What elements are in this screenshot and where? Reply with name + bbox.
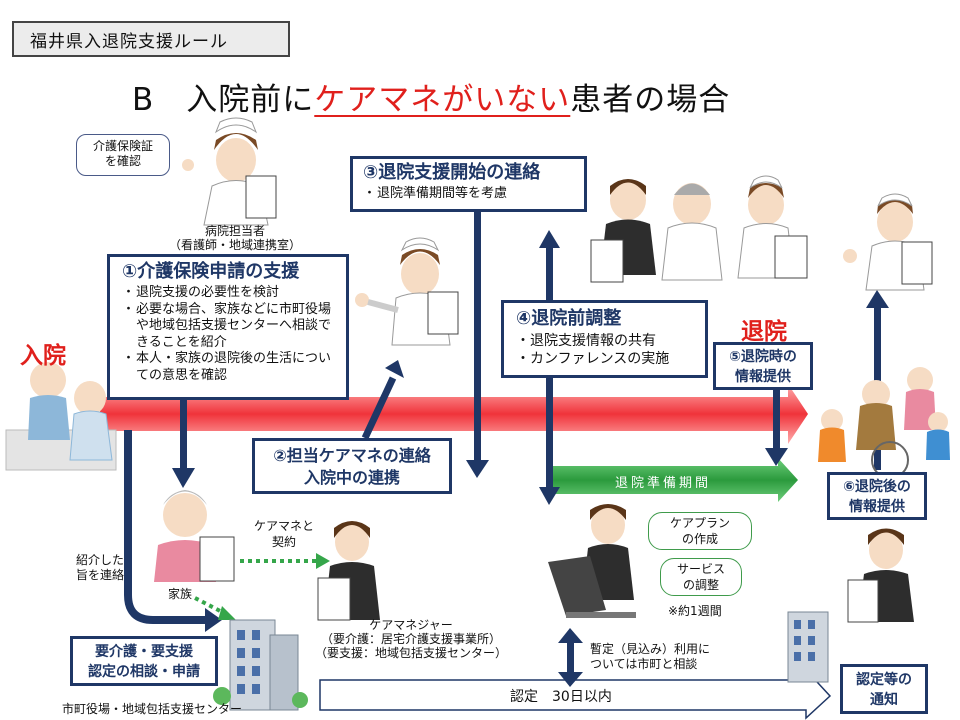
discharge-team-icon xyxy=(590,175,808,283)
step3-list: 退院準備期間等を考慮 xyxy=(363,186,576,203)
provisional-line: 暫定（見込み）利用に xyxy=(590,642,711,656)
referral-line: 紹介した xyxy=(75,553,124,567)
admission-label: 入院 xyxy=(20,343,66,369)
step4-list: 退院支援情報の共有 カンファレンスの実施 xyxy=(516,332,697,368)
step2-line: ②担当ケアマネの連絡 xyxy=(273,446,431,465)
cert-notice-box: 認定等の 通知 xyxy=(840,664,928,714)
step1-title: ①介護保険申請の支援 xyxy=(122,261,300,282)
care-plan-line: の作成 xyxy=(681,532,718,546)
title-suffix: 患者の場合 xyxy=(570,82,731,118)
page-title: B 入院前にケアマネがいない患者の場合 xyxy=(132,74,730,119)
consult-line: 要介護・要支援 xyxy=(95,644,193,660)
provisional-note: 暫定（見込み）利用に ついては市町と相談 xyxy=(590,642,710,672)
care-manager-icon xyxy=(317,521,380,621)
step3-box: ③退院支援開始の連絡 退院準備期間等を考慮 xyxy=(350,156,587,212)
step5-line: 情報提供 xyxy=(735,369,791,385)
step5-box: ⑤退院時の 情報提供 xyxy=(713,342,813,390)
municipal-caption: 市町役場・地域包括支援センター xyxy=(62,702,243,716)
care-manager-caption: ケアマネジャー （要介護：居宅介護支援事業所） （要支援：地域包括支援センター） xyxy=(306,618,516,660)
nurse-right-icon xyxy=(843,193,933,291)
step2-box: ②担当ケアマネの連絡 入院中の連携 xyxy=(252,438,452,494)
step3-item: 退院準備期間等を考慮 xyxy=(363,186,576,203)
care-plan-bubble: ケアプラン の作成 xyxy=(648,512,752,550)
step2-line: 入院中の連携 xyxy=(303,468,400,487)
cm-caption-line: ケアマネジャー xyxy=(369,618,453,632)
hospital-staff-caption: 病院担当者 （看護師・地域連携室） xyxy=(160,224,310,252)
step4-box: ④退院前調整 退院支援情報の共有 カンファレンスの実施 xyxy=(501,300,708,378)
referral-note: 紹介した 旨を連絡 xyxy=(68,553,132,583)
step1-list: 退院支援の必要性を検討 必要な場合、家族などに市町役場や地域包括支援センターへ相… xyxy=(122,285,340,384)
notice-line: 通知 xyxy=(870,692,898,708)
prep-period-label: 退院準備期間 xyxy=(615,476,712,491)
rule-tag: 福井県入退院支援ルール xyxy=(12,21,290,57)
family-label: 家族 xyxy=(168,587,193,601)
step6-line: 情報提供 xyxy=(849,499,905,515)
title-prefix: B 入院前に xyxy=(132,82,315,118)
nurse-top-icon xyxy=(182,117,277,226)
step1-box: ①介護保険申請の支援 退院支援の必要性を検討 必要な場合、家族などに市町役場や地… xyxy=(107,254,349,400)
cm-caption-line: （要支援：地域包括支援センター） xyxy=(314,646,507,660)
prep-period-arrow xyxy=(553,458,798,502)
admitted-patient-icon xyxy=(5,362,117,471)
municipal-building-right-icon xyxy=(787,611,829,683)
notice-line: 認定等の xyxy=(856,672,912,688)
nurse-mid-icon xyxy=(355,237,459,346)
step1-item: 退院支援の必要性を検討 xyxy=(122,285,340,302)
referral-arrow xyxy=(124,430,205,624)
discharge-label: 退院 xyxy=(741,319,787,345)
caption-line: 病院担当者 xyxy=(204,224,265,238)
municipal-building-icon xyxy=(213,619,308,711)
caption-line: （看護師・地域連携室） xyxy=(168,238,301,252)
care-plan-line: ケアプラン xyxy=(669,516,730,530)
consult-line: 認定の相談・申請 xyxy=(88,664,200,680)
service-line: の調整 xyxy=(682,578,719,592)
contract-line: 契約 xyxy=(271,535,296,549)
cm-caption-line: （要介護：居宅介護支援事業所） xyxy=(320,632,501,646)
contract-note: ケアマネと 契約 xyxy=(248,518,320,550)
step4-title: ④退院前調整 xyxy=(516,308,622,329)
bubble-line: 介護保険証 xyxy=(92,139,153,153)
service-adjust-bubble: サービス の調整 xyxy=(660,558,742,596)
check-insurance-bubble: 介護保険証 を確認 xyxy=(76,134,170,176)
title-highlight: ケアマネがいない xyxy=(314,82,571,118)
provisional-line: ついては市町と相談 xyxy=(590,657,698,671)
step5-line: ⑤退院時の xyxy=(729,349,797,365)
referral-line: 旨を連絡 xyxy=(75,568,124,582)
contract-line: ケアマネと xyxy=(253,519,314,533)
family-member-icon xyxy=(154,490,235,582)
step1-item: 本人・家族の退院後の生活についての意思を確認 xyxy=(122,351,340,384)
step1-item: 必要な場合、家族などに市町役場や地域包括支援センターへ相談できることを紹介 xyxy=(122,302,340,352)
step4-item: 退院支援情報の共有 xyxy=(516,332,697,350)
care-consult-box: 要介護・要支援 認定の相談・申請 xyxy=(70,636,218,686)
service-line: サービス xyxy=(676,562,725,576)
bubble-line: を確認 xyxy=(104,154,141,168)
about-week-note: ※約1週間 xyxy=(668,604,722,618)
step6-line: ⑥退院後の xyxy=(843,479,911,495)
step4-item: カンファレンスの実施 xyxy=(516,350,697,368)
step6-box: ⑥退院後の 情報提供 xyxy=(827,472,927,520)
care-manager-right-icon xyxy=(847,528,914,623)
family-home-icon xyxy=(818,367,950,479)
step3-title: ③退院支援開始の連絡 xyxy=(363,162,541,183)
certification-label: 認定 30日以内 xyxy=(510,689,612,705)
laptop-worker-icon xyxy=(548,504,636,618)
